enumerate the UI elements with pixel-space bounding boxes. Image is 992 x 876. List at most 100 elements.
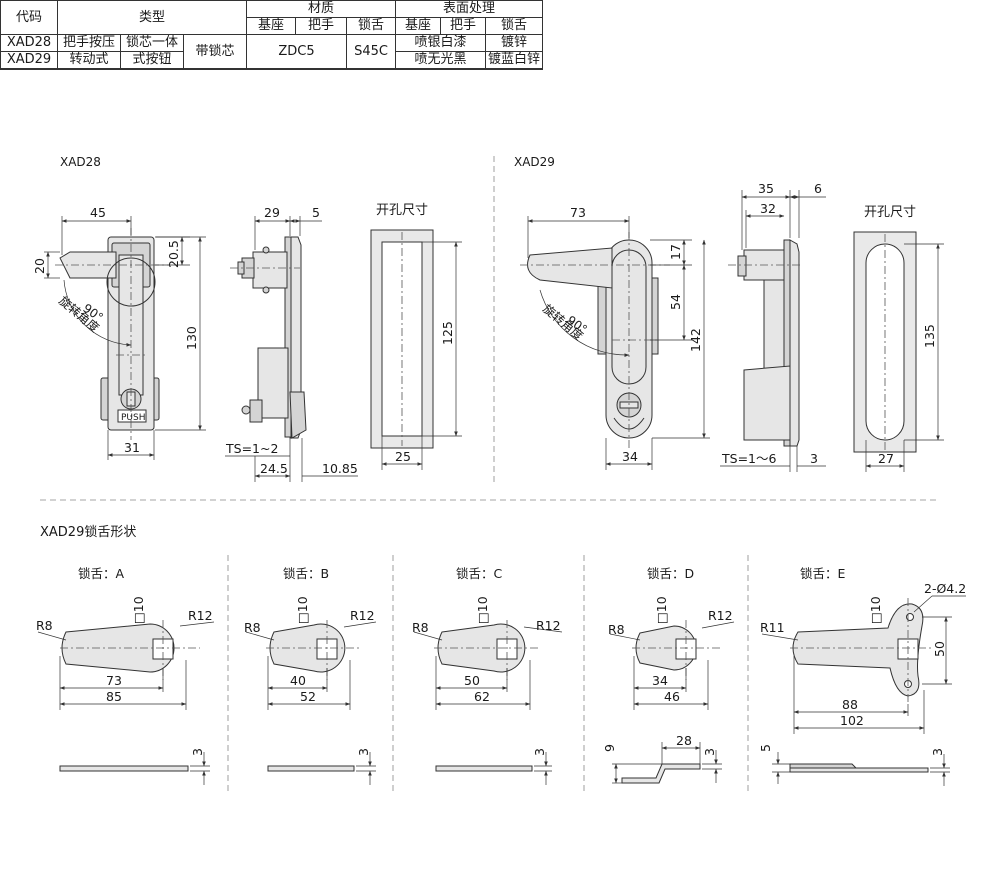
row-type3: 带锁芯	[183, 34, 247, 70]
xad29-dim-ts: TS=1～6	[721, 451, 776, 466]
header-code: 代码	[0, 0, 58, 35]
tongue-d-t: 3	[702, 748, 717, 756]
tongue-c-r-left: R8	[412, 620, 429, 635]
tongue-d-offset: 9	[602, 744, 617, 752]
xad29-dim-135: 135	[922, 324, 937, 348]
tongue-c-d2: 62	[474, 689, 490, 704]
xad29-cutout	[853, 231, 917, 453]
tongue-b-d2: 52	[300, 689, 316, 704]
xad28-dim-29: 29	[264, 205, 280, 220]
xad28-title: XAD28	[60, 155, 101, 169]
xad29-dim-54: 54	[668, 294, 683, 310]
tongue-e-sq: □10	[868, 596, 883, 624]
xad29-title: XAD29	[514, 155, 555, 169]
xad28-cutout	[370, 229, 434, 449]
tongue-c-label: 锁舌：C	[456, 566, 503, 581]
tongue-d-r-left: R8	[608, 622, 625, 637]
xad29-dim-3: 3	[810, 451, 818, 466]
tongue-b: 锁舌：B R8 R12 □10 40 52 3	[244, 566, 377, 785]
tongue-c-d1: 50	[464, 673, 480, 688]
table-row: XAD28 把手按压 锁芯一体 带锁芯 ZDC5 S45C 喷银白漆 镀锌	[0, 34, 544, 70]
xad29-dim-34: 34	[622, 449, 638, 464]
tongue-d-r-right: R12	[708, 608, 733, 623]
tongue-e-offset: 5	[758, 744, 773, 752]
tongue-a-d1: 73	[106, 673, 122, 688]
xad29-dim-142: 142	[688, 328, 703, 352]
xad28-dim-5: 5	[312, 205, 320, 220]
xad29-dim-27: 27	[878, 451, 894, 466]
tongue-a-r-left: R8	[36, 618, 53, 633]
xad28-front-view: PUSH	[55, 228, 170, 440]
row-type2: 锁芯一体	[120, 34, 184, 52]
header-surface-tongue: 锁舌	[484, 17, 544, 35]
tongue-d-d2: 46	[664, 689, 680, 704]
spec-table: 代码 类型 材质 表面处理 基座 把手 锁舌 基座 把手 锁舌 XAD28 把手…	[0, 0, 544, 70]
row-type1: 转动式	[57, 51, 121, 70]
xad28-dim-25: 25	[395, 449, 411, 464]
tongue-d-d1: 34	[652, 673, 668, 688]
row-surface-tongue: 镀锌	[484, 34, 544, 52]
xad29-dim-73: 73	[570, 205, 586, 220]
xad29-dim-17: 17	[668, 244, 683, 260]
tongue-b-d1: 40	[290, 673, 306, 688]
tongue-a-r-right: R12	[188, 608, 213, 623]
xad29-dim-6: 6	[814, 181, 822, 196]
xad28-dim-10-85: 10.85	[322, 461, 358, 476]
row-tongue-material: S45C	[346, 34, 396, 70]
table-row: XAD29 转动式 式按钮 喷无光黑 镀蓝白锌	[0, 51, 544, 70]
xad29-dim-35: 35	[758, 181, 774, 196]
tongue-e: 锁舌：E R11 2-Ø4.2 □10 50 88 102 5 3	[758, 566, 966, 786]
row-type1: 把手按压	[57, 34, 121, 52]
row-base-material: ZDC5	[246, 34, 347, 70]
xad28-dim-ts: TS=1~2	[225, 441, 278, 456]
tongue-b-label: 锁舌：B	[283, 566, 329, 581]
xad28-dim-20-5: 20.5	[166, 240, 181, 268]
tongue-d-label: 锁舌：D	[647, 566, 694, 581]
tongue-e-hole: 2-Ø4.2	[924, 581, 966, 596]
tongue-e-r-left: R11	[760, 620, 785, 635]
tongue-b-r-left: R8	[244, 620, 261, 635]
tongue-a-d2: 85	[106, 689, 122, 704]
row-surface-tongue: 镀蓝白锌	[484, 51, 544, 70]
tongue-c-r-right: R12	[536, 618, 561, 633]
tongue-a-label: 锁舌：A	[78, 566, 125, 581]
xad28-dim-130: 130	[184, 326, 199, 350]
xad28-side-view	[230, 236, 307, 439]
header-type: 类型	[57, 0, 247, 35]
tongue-b-t: 3	[356, 748, 371, 756]
tongue-d: 锁舌：D R8 R12 □10 34 46 28 9 3	[602, 566, 735, 784]
tongue-e-d2: 102	[840, 713, 864, 728]
xad28-dim-125: 125	[440, 321, 455, 345]
row-code: XAD29	[0, 51, 58, 70]
header-material-handle: 把手	[295, 17, 347, 35]
tongue-c-t: 3	[532, 748, 547, 756]
tongue-a: 锁舌：A R8 R12 □10 73 85 3	[36, 566, 215, 785]
tongue-e-t: 3	[930, 748, 945, 756]
xad28-dim-45: 45	[90, 205, 106, 220]
row-surface-base-handle: 喷银白漆	[395, 34, 486, 52]
row-code: XAD28	[0, 34, 58, 52]
row-type2: 式按钮	[120, 51, 184, 70]
tongue-b-r-right: R12	[350, 608, 375, 623]
header-surface-base: 基座	[395, 17, 441, 35]
xad28-dim-24-5: 24.5	[260, 461, 288, 476]
tongue-e-d1: 88	[842, 697, 858, 712]
xad29-front-view	[520, 232, 670, 448]
tongue-c: 锁舌：C R8 R12 □10 50 62 3	[412, 566, 563, 785]
xad29-side-view	[728, 239, 800, 447]
tongue-e-h: 50	[932, 641, 947, 657]
tongue-a-t: 3	[190, 748, 205, 756]
tongue-c-sq: □10	[475, 596, 490, 624]
xad28-dim-31: 31	[124, 440, 140, 455]
xad29-cutout-label: 开孔尺寸	[864, 205, 916, 220]
tongue-b-sq: □10	[295, 596, 310, 624]
tongue-e-label: 锁舌：E	[800, 566, 846, 581]
row-surface-base-handle: 喷无光黑	[395, 51, 486, 70]
header-material-tongue: 锁舌	[346, 17, 396, 35]
push-label: PUSH	[121, 413, 146, 423]
tongue-section-title: XAD29锁舌形状	[40, 524, 136, 540]
xad29-dim-32: 32	[760, 201, 776, 216]
tongue-a-sq: □10	[131, 596, 146, 624]
tongue-d-bend: 28	[676, 733, 692, 748]
